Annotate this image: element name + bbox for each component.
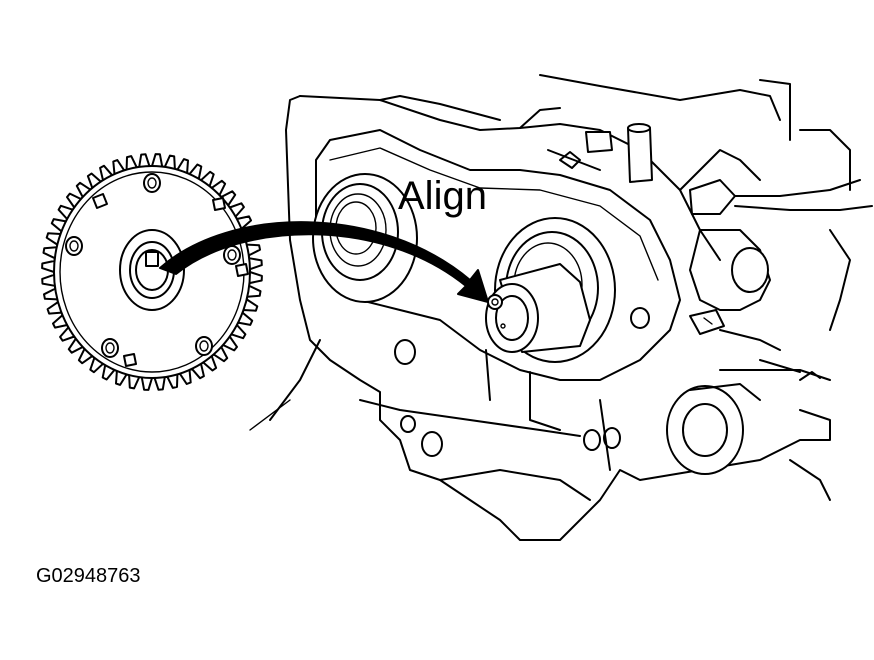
align-callout-label: Align <box>398 174 487 218</box>
camshaft-end <box>485 263 591 353</box>
figure-id-label: G02948763 <box>36 565 141 587</box>
cylinder-head <box>249 74 873 541</box>
camshaft-timing-gear <box>41 153 263 391</box>
align-arrow <box>159 221 489 303</box>
